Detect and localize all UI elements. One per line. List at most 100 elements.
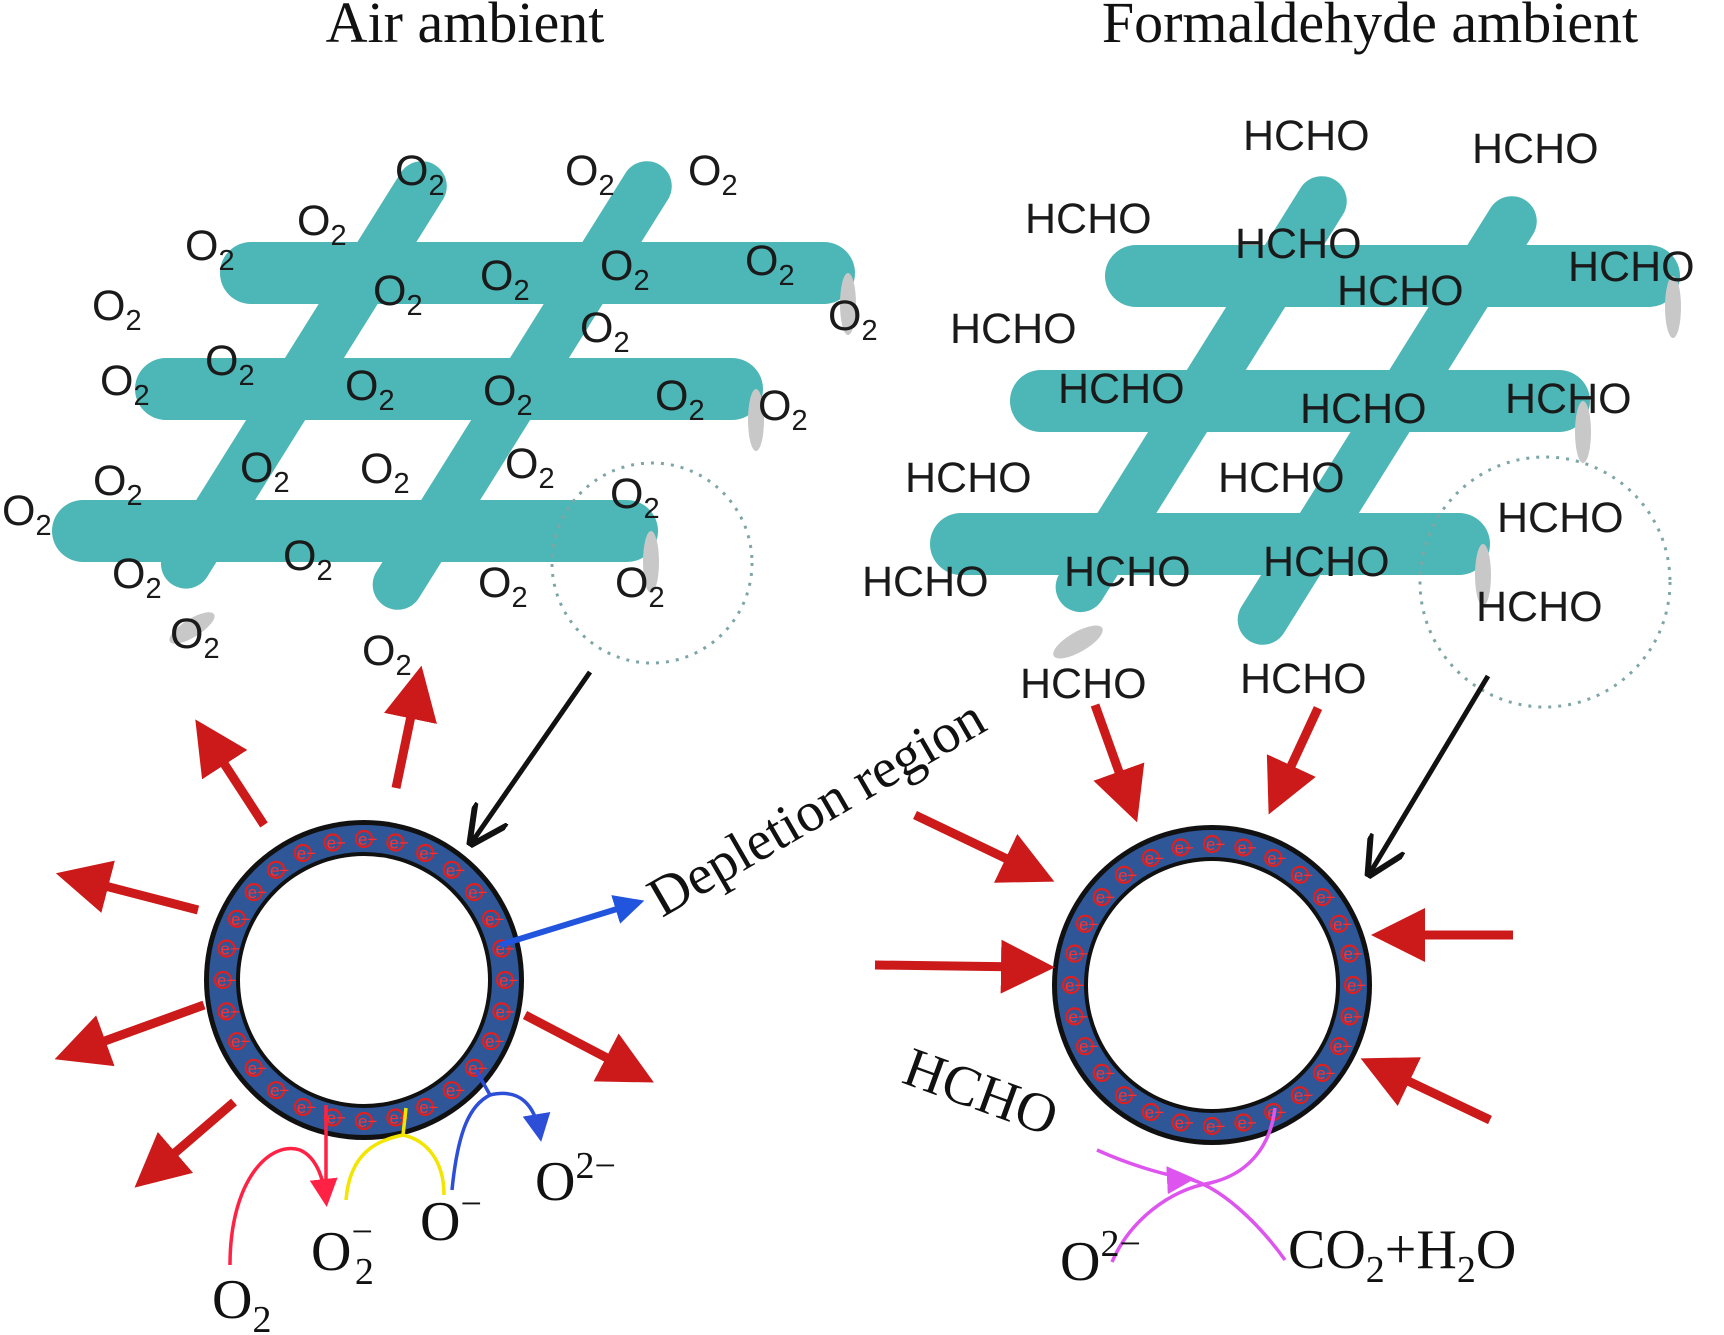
electron-marker: e− [1141, 848, 1164, 868]
left-zoom-arrow [472, 670, 593, 842]
o2-molecule-label: O2 [655, 372, 705, 427]
electron-dot [227, 1032, 247, 1051]
electron-dot [1290, 1086, 1310, 1105]
electron-symbol: e− [1316, 888, 1335, 907]
electron-dot [1114, 865, 1134, 884]
electron-symbol: e− [221, 1002, 240, 1021]
left-panel-title: Air ambient [326, 0, 605, 55]
electron-marker: e− [416, 843, 439, 863]
electron-marker: e− [217, 939, 240, 959]
right-zoom-circle [1418, 455, 1672, 709]
o2-molecule-label: O2 [580, 304, 630, 359]
hcho-molecule-label: HCHO [1025, 195, 1152, 243]
electron-dot [481, 1032, 501, 1051]
electron-marker: e− [293, 1097, 316, 1117]
inward-arrow [1266, 706, 1323, 815]
left-oxygen-labels: O2 O2 O2 O2 O2 O2 O2 O2 O2 O2 O2 O2 O2 O… [2, 147, 878, 682]
electron-dot [227, 909, 247, 928]
electron-marker: e− [416, 1097, 439, 1117]
electron-marker: e− [1065, 1007, 1088, 1026]
electron-dot [1092, 1063, 1111, 1083]
electron-marker: e− [1313, 1063, 1336, 1083]
left-nanofiber-network [52, 161, 856, 644]
o2-molecule-label: O2 [345, 362, 395, 417]
electron-marker: e− [227, 1032, 250, 1051]
hcho-reactant-label: HCHO [896, 1036, 1066, 1149]
electron-marker: e− [1141, 1102, 1164, 1122]
electron-symbol: e− [1065, 976, 1084, 995]
electron-marker: e− [495, 970, 518, 990]
o2-molecule-label: O2 [483, 367, 533, 422]
o2-molecule-label: O2 [100, 357, 150, 412]
electron-dot [1171, 838, 1190, 857]
electron-marker: e− [386, 833, 409, 853]
hcho-molecule-label: HCHO [1505, 375, 1632, 423]
o2-molecule-label: O2 [688, 147, 738, 202]
electron-marker: e− [1171, 1113, 1194, 1133]
electron-dot [293, 1097, 312, 1117]
electron-dot [1075, 1037, 1095, 1056]
hcho-molecule-label: HCHO [862, 558, 989, 606]
electron-marker: e− [354, 829, 377, 849]
electron-marker: e− [1340, 1007, 1363, 1026]
electron-dot [323, 833, 342, 852]
hcho-molecule-label: HCHO [1263, 538, 1390, 586]
o2-molecule-label: O2 [565, 147, 615, 202]
electron-marker: e− [1290, 1086, 1313, 1105]
electron-dot [293, 843, 312, 863]
electron-symbol: e− [1206, 835, 1225, 854]
o2-molecule-label: O2 [205, 337, 255, 392]
o2-molecule-label: O2 [615, 559, 665, 614]
right-fiber-cross-section: e−e−e−e−e−e−e−e−e−e−e−e−e−e−e−e−e−e−e−e−… [1052, 825, 1372, 1145]
electron-dot [1340, 1007, 1359, 1026]
left-zoom-circle [550, 461, 754, 665]
left-fiber-end [840, 273, 856, 335]
electron-symbol: e− [468, 1059, 487, 1078]
right-horizontal-fiber-3 [930, 513, 1490, 575]
electron-marker: e− [267, 1081, 290, 1100]
o2-molecule-label: O2 [92, 282, 142, 337]
electron-symbol: e− [327, 834, 346, 853]
right-fiber-end [1665, 276, 1681, 338]
electron-symbol: e− [1145, 1103, 1164, 1122]
right-fiber-end [1475, 544, 1491, 606]
o2-molecule-label: O2 [240, 444, 290, 499]
electron-marker: e− [354, 1111, 377, 1131]
electron-dot [1092, 887, 1111, 907]
left-horizontal-fiber-2 [135, 358, 763, 420]
electron-marker: e− [323, 1108, 346, 1128]
electron-symbol: e− [389, 834, 408, 853]
hcho-molecule-label: HCHO [1235, 220, 1362, 268]
left-horizontal-fibers [52, 242, 855, 562]
electron-symbol: e− [358, 830, 377, 849]
electron-dot [1313, 1063, 1332, 1083]
o2-molecule-label: O2 [93, 457, 143, 512]
electron-dot [492, 939, 511, 958]
electron-dot [1065, 944, 1084, 963]
electron-marker: e− [1343, 975, 1366, 995]
electron-marker: e− [1202, 1116, 1225, 1136]
o2-molecule-label: O2 [480, 252, 530, 307]
hcho-molecule-label: HCHO [1497, 494, 1624, 542]
o2-molecule-label: O2 [395, 147, 445, 202]
electron-symbol: e− [1079, 915, 1098, 934]
o2-molecule-label: O2 [478, 559, 528, 614]
right-fiber-ends [1053, 276, 1681, 659]
right-nanofiber-network [930, 176, 1681, 659]
o2-molecule-label: O2 [505, 440, 555, 495]
electron-symbol: e− [248, 883, 267, 902]
electron-symbol: e− [231, 910, 250, 929]
right-fiber-end [1575, 401, 1591, 463]
electron-symbol: e− [270, 861, 289, 880]
right-formaldehyde-oxidation-paths [1096, 1107, 1287, 1263]
electron-symbol: e− [1069, 1007, 1088, 1026]
right-zoom-arrow [1370, 674, 1491, 873]
outward-arrow [384, 665, 437, 789]
electron-marker: e− [465, 882, 488, 902]
o2-molecule-label: O2 [297, 197, 347, 252]
electron-dot [416, 1097, 435, 1117]
electron-dot [1202, 1116, 1222, 1136]
electron-symbol: e− [231, 1032, 250, 1051]
electron-symbol: e− [1267, 849, 1286, 868]
